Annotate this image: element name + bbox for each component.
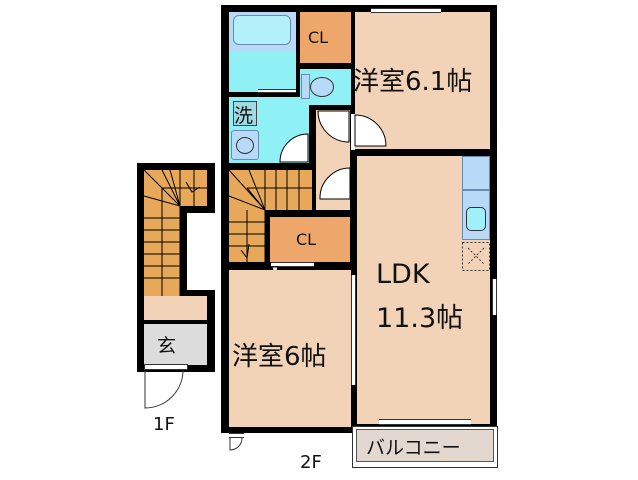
washroom-label: 洗 (234, 105, 254, 127)
ldk-left-window[interactable] (351, 275, 356, 385)
closet-top-label: CL (308, 28, 329, 47)
second-floor-stairs (229, 170, 312, 210)
second-floor-stairs-lines (228, 169, 313, 262)
western-room-6-door[interactable] (229, 433, 244, 438)
western-room-6 (229, 270, 351, 427)
kitchen-sink-basin-icon (466, 207, 486, 231)
western-room-6-1-door-swing (354, 114, 387, 147)
entrance-door[interactable] (144, 364, 188, 370)
closet-middle-label: CL (296, 230, 317, 249)
western-room-6-1-window[interactable] (371, 8, 441, 13)
toilet-tank-icon (301, 74, 310, 99)
toilet-bowl-icon (310, 77, 334, 97)
entrance (144, 324, 207, 365)
balcony-label: バルコニー (366, 437, 461, 459)
western-room-6-door-swing (229, 437, 243, 451)
closet-middle (270, 217, 350, 262)
entrance-door-swing (144, 369, 184, 409)
ldk-label: LDK (376, 259, 430, 290)
ldk-side-window[interactable] (492, 279, 497, 315)
western-room-6-1-door[interactable] (351, 114, 355, 150)
stove-icon (462, 242, 490, 271)
closet-door-swing (319, 167, 351, 200)
first-floor-stairs-lines (143, 169, 207, 296)
ldk-area-label: 11.3帖 (376, 303, 464, 334)
bathroom-divider (258, 89, 296, 93)
western-room-6-1-label: 洋室6.1帖 (353, 67, 473, 97)
washroom-door-swing (279, 133, 309, 163)
washroom-label-box (233, 101, 257, 126)
toilet-door-swing (317, 110, 350, 143)
closet-top (300, 12, 351, 63)
ldk-balcony-window[interactable] (379, 419, 471, 425)
kitchen-counter (462, 156, 490, 190)
first-floor-label: 1F (153, 414, 175, 435)
bathtub-icon (233, 15, 291, 45)
entrance-label: 玄 (157, 335, 177, 357)
balcony (356, 429, 494, 462)
second-floor-label: 2F (300, 452, 322, 473)
first-floor-landing (144, 296, 207, 320)
closet-door[interactable] (271, 262, 314, 267)
western-room-6-label: 洋室6帖 (232, 342, 327, 372)
